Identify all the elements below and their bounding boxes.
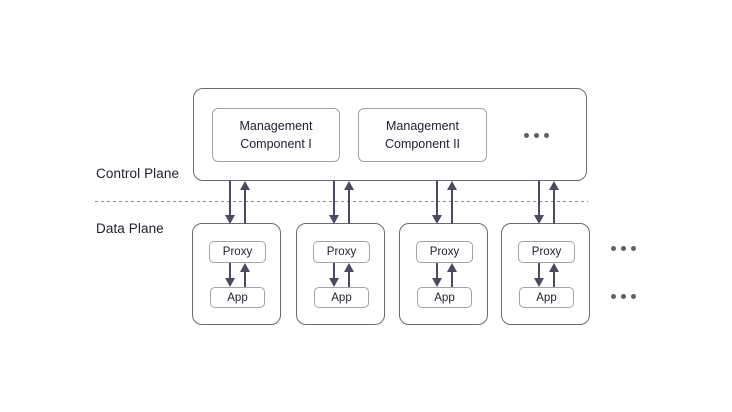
app-label: App — [227, 291, 248, 304]
ellipsis-icon — [524, 133, 549, 138]
proxy-label: Proxy — [222, 246, 253, 258]
ellipsis-icon — [611, 294, 636, 299]
data-plane-node-2: Proxy App — [296, 181, 385, 325]
data-plane-node-4: Proxy App — [501, 181, 590, 325]
control-plane-label: Control Plane — [96, 166, 180, 181]
up-arrow-icon — [549, 263, 559, 287]
app-box: App — [210, 287, 265, 308]
down-arrow-icon — [432, 263, 442, 287]
up-arrow-icon — [240, 263, 250, 287]
down-arrow-icon — [329, 181, 339, 224]
proxy-app-arrows-2 — [297, 263, 384, 287]
down-arrow-icon — [225, 181, 235, 224]
management-component-2-line2: Component II — [384, 137, 461, 151]
ellipsis-icon — [611, 246, 636, 251]
management-component-1-line2: Component I — [240, 137, 312, 151]
up-arrow-icon — [447, 181, 457, 224]
control-data-arrows-1 — [193, 181, 280, 224]
proxy-label: Proxy — [326, 246, 357, 258]
proxy-box: Proxy — [416, 241, 473, 263]
app-box: App — [519, 287, 574, 308]
up-arrow-icon — [344, 181, 354, 224]
management-component-2-box: Management Component II — [358, 108, 487, 162]
app-label: App — [331, 291, 352, 304]
proxy-app-arrows-4 — [502, 263, 589, 287]
management-component-2-line1: Management — [386, 119, 459, 133]
proxy-app-arrows-1 — [193, 263, 280, 287]
app-box: App — [314, 287, 369, 308]
control-data-arrows-3 — [400, 181, 487, 224]
app-label: App — [434, 291, 455, 304]
data-plane-node-1: Proxy App — [192, 181, 281, 325]
control-plane-box: Management Component I Management Compon… — [193, 88, 587, 181]
proxy-app-arrows-3 — [400, 263, 487, 287]
proxy-label: Proxy — [429, 246, 460, 258]
data-plane-label: Data Plane — [96, 221, 164, 236]
proxy-label: Proxy — [531, 246, 562, 258]
up-arrow-icon — [549, 181, 559, 224]
control-data-arrows-4 — [502, 181, 589, 224]
down-arrow-icon — [534, 181, 544, 224]
down-arrow-icon — [534, 263, 544, 287]
management-component-1-box: Management Component I — [212, 108, 340, 162]
control-data-arrows-2 — [297, 181, 384, 224]
app-label: App — [536, 291, 557, 304]
proxy-box: Proxy — [209, 241, 266, 263]
down-arrow-icon — [432, 181, 442, 224]
data-plane-node-3: Proxy App — [399, 181, 488, 325]
up-arrow-icon — [240, 181, 250, 224]
down-arrow-icon — [225, 263, 235, 287]
app-box: App — [417, 287, 472, 308]
proxy-box: Proxy — [518, 241, 575, 263]
up-arrow-icon — [344, 263, 354, 287]
down-arrow-icon — [329, 263, 339, 287]
management-component-1-line1: Management — [239, 119, 313, 133]
up-arrow-icon — [447, 263, 457, 287]
plane-divider-line — [95, 201, 588, 202]
proxy-box: Proxy — [313, 241, 370, 263]
